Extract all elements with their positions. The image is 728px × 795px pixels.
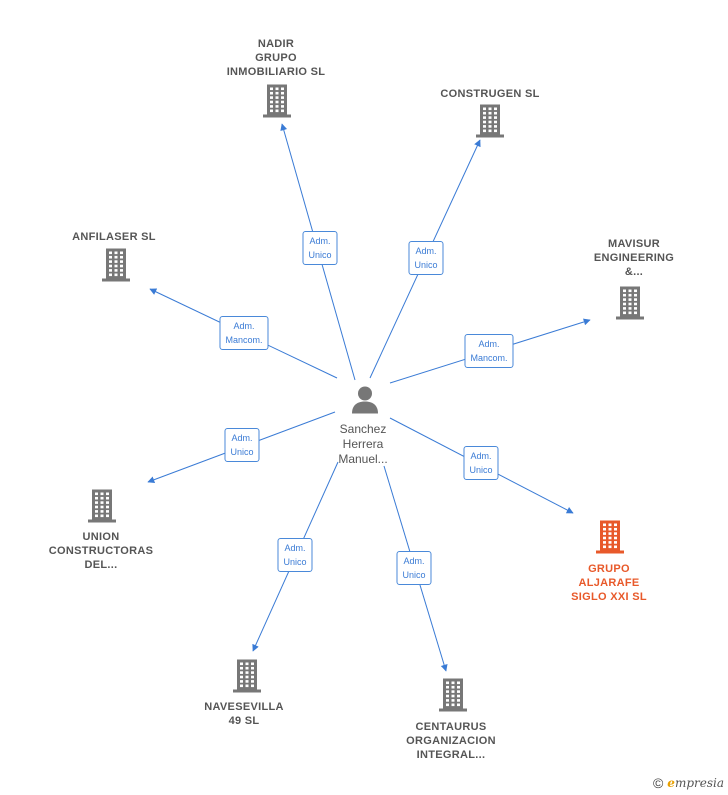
- building-icon: [88, 489, 116, 523]
- node-union[interactable]: [86, 488, 118, 529]
- building-icon: [102, 248, 130, 282]
- building-icon: [616, 286, 644, 320]
- copyright-symbol: ©: [652, 775, 664, 791]
- node-label-construgen[interactable]: CONSTRUGEN SL: [440, 88, 540, 100]
- edge-label-nadir[interactable]: Adm.Unico: [302, 231, 338, 265]
- edge-label-union[interactable]: Adm.Unico: [224, 428, 260, 462]
- brand-logo: empresia: [667, 776, 724, 790]
- edge-label-anfilaser[interactable]: Adm.Mancom.: [219, 316, 269, 350]
- node-label-anfilaser[interactable]: ANFILASER SL: [72, 231, 156, 243]
- node-grupo[interactable]: [594, 519, 626, 560]
- person-icon: [352, 386, 378, 414]
- node-construgen[interactable]: [474, 103, 506, 144]
- edge-label-centaurus[interactable]: Adm.Unico: [396, 551, 432, 585]
- footer-brand: © empresia: [653, 775, 724, 791]
- building-icon: [233, 659, 261, 693]
- node-centaurus[interactable]: [437, 677, 469, 718]
- node-mavisur[interactable]: [614, 285, 646, 326]
- center-person[interactable]: [350, 386, 380, 419]
- edge-label-mavisur[interactable]: Adm.Mancom.: [464, 334, 514, 368]
- edge-label-construgen[interactable]: Adm.Unico: [408, 241, 444, 275]
- node-nadir[interactable]: [261, 83, 293, 124]
- edge-label-grupo[interactable]: Adm.Unico: [463, 446, 499, 480]
- node-navesevilla[interactable]: [231, 658, 263, 699]
- building-icon: [476, 104, 504, 138]
- edge-label-navesevilla[interactable]: Adm.Unico: [277, 538, 313, 572]
- node-anfilaser[interactable]: [100, 247, 132, 288]
- building-icon: [263, 84, 291, 118]
- building-icon: [439, 678, 467, 712]
- building-icon: [596, 520, 624, 554]
